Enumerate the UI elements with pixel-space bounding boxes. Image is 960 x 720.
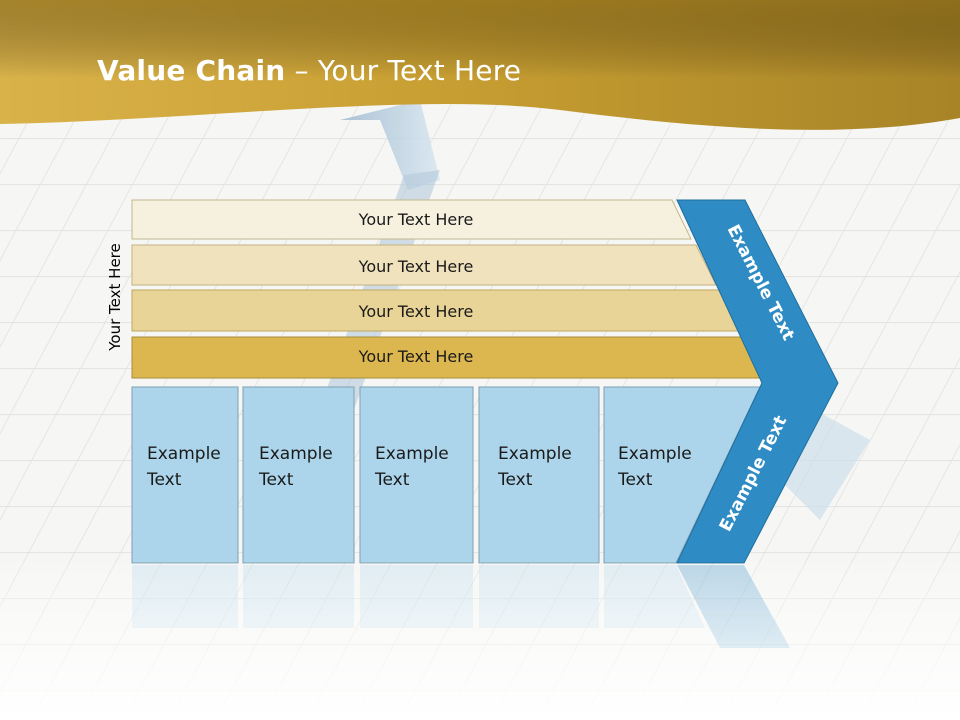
reflection-fade (0, 563, 960, 720)
primary-box-4[interactable] (478, 386, 600, 564)
primary-box-1-line1: Example (147, 444, 221, 464)
support-bar-4-label: Your Text Here (358, 347, 474, 366)
support-bar-1[interactable] (131, 199, 692, 240)
primary-box-2-line2: Text (258, 470, 294, 490)
title-bold: Value Chain (97, 54, 286, 87)
support-activities: Your Text Here Your Text Here Your Text … (131, 199, 765, 379)
title-rest: – Your Text Here (285, 54, 522, 87)
page-title: Value Chain – Your Text Here (97, 54, 521, 87)
margin-arrow: Example Text Example Text (676, 199, 839, 564)
primary-box-3-line1: Example (375, 444, 449, 464)
primary-box-4-line1: Example (498, 444, 572, 464)
primary-box-2[interactable] (242, 386, 355, 564)
primary-box-3-line2: Text (374, 470, 410, 490)
primary-box-2-line1: Example (259, 444, 333, 464)
primary-activities: Example Text Example Text Example Text E… (131, 386, 761, 564)
support-bar-1-label: Your Text Here (358, 210, 474, 229)
primary-box-5-line2: Text (617, 470, 653, 490)
primary-box-4-line2: Text (497, 470, 533, 490)
primary-box-1[interactable] (131, 386, 239, 564)
header-shade (0, 0, 960, 130)
primary-box-3[interactable] (359, 386, 474, 564)
support-bar-2-label: Your Text Here (358, 257, 474, 276)
primary-box-1-line2: Text (146, 470, 182, 490)
primary-box-5-line1: Example (618, 444, 692, 464)
support-activities-side-label: Your Text Here (106, 243, 124, 351)
support-bar-3-label: Your Text Here (358, 302, 474, 321)
